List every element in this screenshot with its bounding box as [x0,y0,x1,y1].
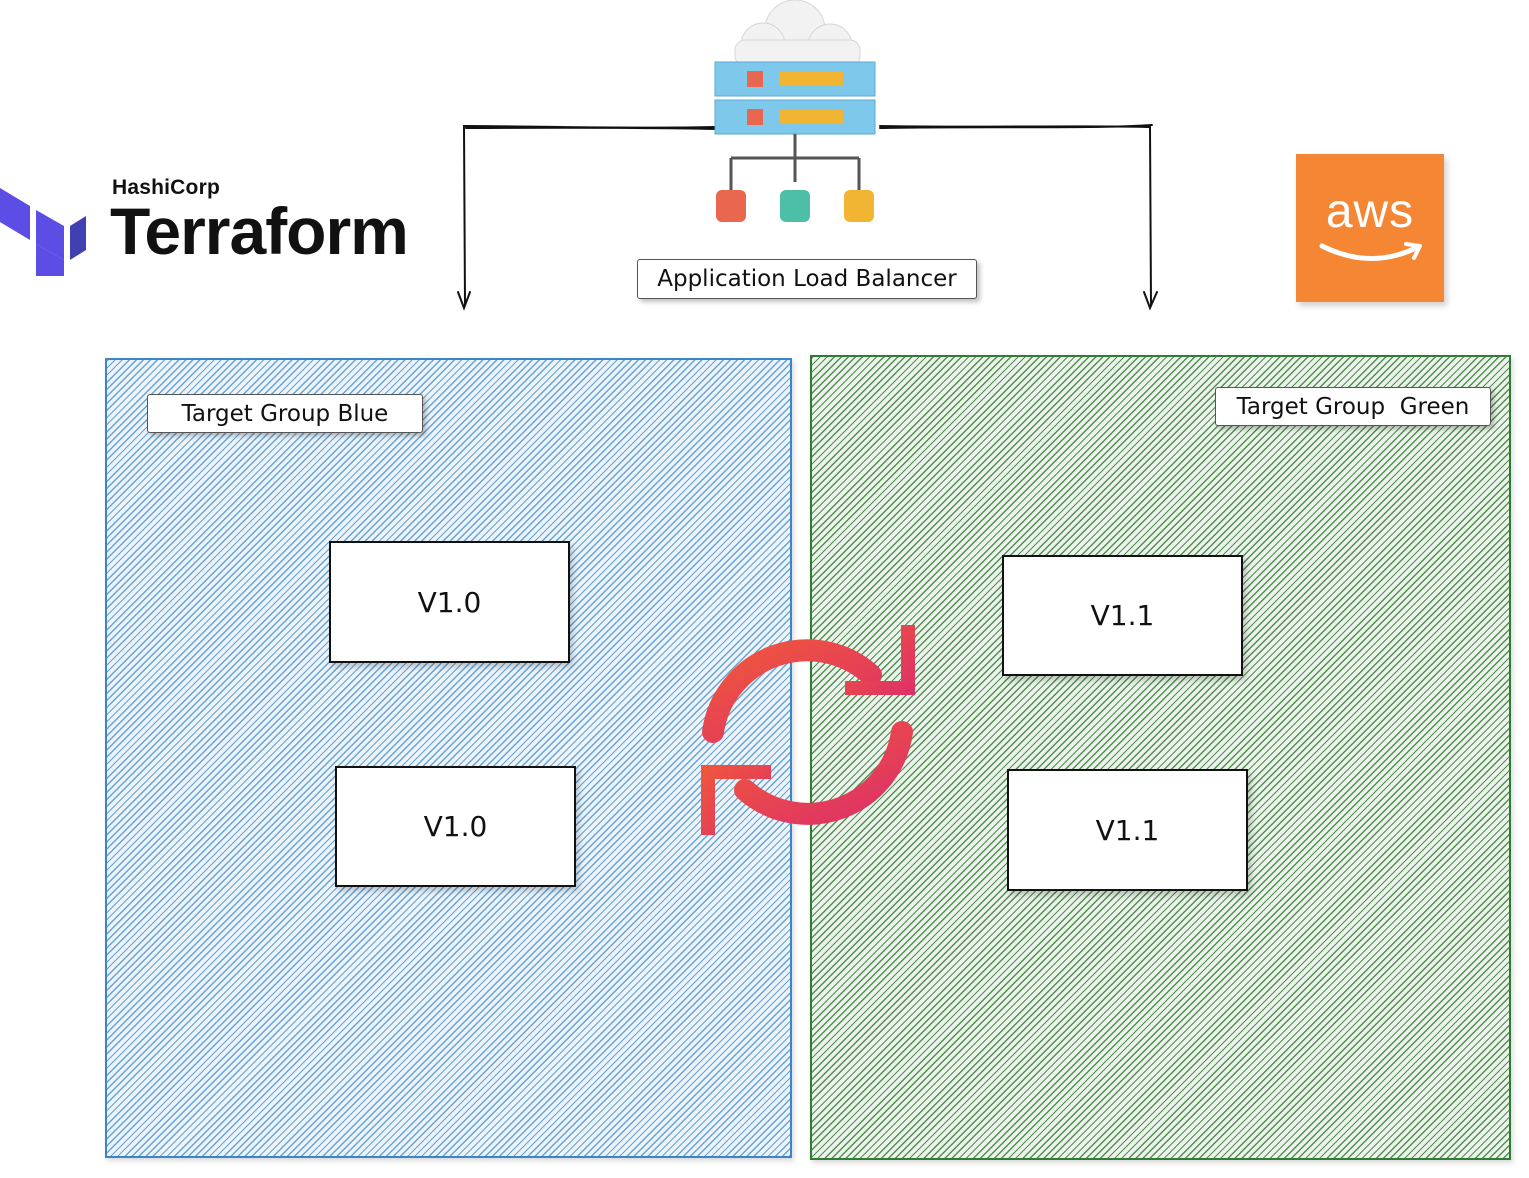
load-balancer-label: Application Load Balancer [637,259,977,299]
instance-blue-1: V1.0 [329,541,570,663]
target-group-green [810,355,1511,1160]
server-load-balancer-icon [714,0,876,222]
refresh-swap-icon [701,625,915,835]
target-group-blue-label: Target Group Blue [147,394,423,433]
instance-green-1: V1.1 [1002,555,1243,676]
aws-smile-icon [1319,242,1422,261]
terraform-mark-icon [0,188,86,276]
target-group-green-label: Target Group Green [1215,387,1491,426]
target-group-blue [105,358,792,1158]
instance-green-2: V1.1 [1007,769,1248,891]
terraform-logo: HashiCorp Terraform [0,170,420,290]
hashicorp-wordmark: HashiCorp [112,176,220,199]
aws-logo: aws [1296,154,1444,302]
terraform-wordmark: Terraform [110,194,409,268]
instance-blue-2: V1.0 [335,766,576,887]
aws-wordmark: aws [1325,185,1415,238]
